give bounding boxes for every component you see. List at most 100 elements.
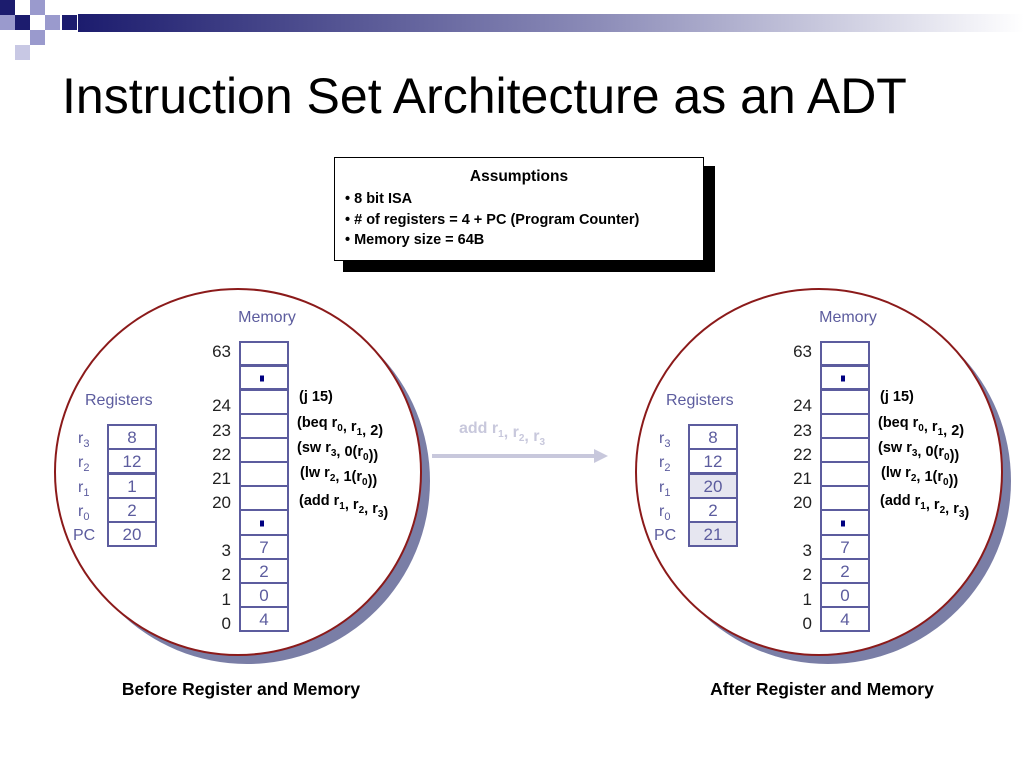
register-cell — [688, 424, 738, 450]
memory-cell — [820, 558, 870, 584]
instruction-text: (beq r0, r1, 2) — [878, 415, 964, 439]
after-panel: Registers8r312r220r12r021PCMemory7204632… — [635, 288, 1011, 699]
panel-caption: After Register and Memory — [710, 679, 934, 699]
register-name: PC — [73, 527, 95, 544]
registers-label: Registers — [666, 392, 734, 409]
memory-cell — [239, 534, 289, 560]
memory-address: 2 — [803, 565, 812, 584]
memory-cell — [239, 461, 289, 487]
memory-address: 24 — [793, 396, 812, 415]
memory-cell — [239, 485, 289, 511]
memory-address: 2 — [222, 565, 231, 584]
memory-address: 23 — [793, 421, 812, 440]
deco-square — [15, 15, 30, 30]
ellipsis-dot-icon — [841, 520, 845, 527]
memory-value: 4 — [259, 610, 268, 629]
ellipsis-dot-icon — [841, 375, 845, 382]
memory-cell — [820, 582, 870, 608]
instruction-text: (add r1, r2, r3) — [299, 493, 388, 521]
slide-title: Instruction Set Architecture as an ADT — [62, 68, 907, 124]
panel-circle — [635, 288, 1003, 656]
instruction-text: (j 15) — [299, 389, 333, 405]
register-value: 12 — [704, 452, 723, 471]
memory-cell — [239, 509, 289, 536]
memory-value: 2 — [259, 562, 268, 581]
ellipsis-dot-icon — [260, 375, 264, 382]
instruction-text: (beq r0, r1, 2) — [297, 415, 383, 439]
register-name: r0 — [78, 503, 89, 523]
memory-address: 3 — [803, 541, 812, 560]
registers-label: Registers — [85, 392, 153, 409]
memory-address: 0 — [803, 614, 812, 633]
corner-decoration — [0, 0, 1024, 60]
instruction-text: (sw r3, 0(r0)) — [297, 440, 378, 464]
register-name: r0 — [659, 503, 670, 523]
assumptions-box: Assumptions • 8 bit ISA • # of registers… — [334, 157, 704, 261]
instruction-text: (sw r3, 0(r0)) — [878, 440, 959, 464]
deco-square — [30, 0, 45, 15]
memory-cell — [820, 606, 870, 632]
memory-label: Memory — [238, 309, 296, 326]
register-cell — [107, 424, 157, 450]
register-value: 1 — [127, 477, 136, 496]
memory-address: 63 — [793, 342, 812, 361]
register-value: 12 — [123, 452, 142, 471]
memory-cell — [820, 341, 870, 366]
memory-address: 23 — [212, 421, 231, 440]
memory-cell — [820, 365, 870, 390]
memory-value: 2 — [840, 562, 849, 581]
memory-value: 4 — [840, 610, 849, 629]
memory-address: 1 — [803, 590, 812, 609]
register-cell — [107, 448, 157, 474]
before-panel: Registers8r312r21r12r020PCMemory72046324… — [54, 288, 430, 699]
ellipsis-dot-icon — [260, 520, 264, 527]
memory-address: 24 — [212, 396, 231, 415]
memory-cell — [820, 509, 870, 536]
register-name: PC — [654, 527, 676, 544]
register-name: r1 — [659, 479, 670, 499]
register-value: 8 — [127, 428, 136, 447]
memory-address: 63 — [212, 342, 231, 361]
memory-cell — [239, 389, 289, 415]
memory-address: 20 — [212, 493, 231, 512]
memory-address: 22 — [212, 445, 231, 464]
register-cell — [688, 521, 738, 547]
instruction-text: (add r1, r2, r3) — [880, 493, 969, 521]
register-value: 2 — [708, 501, 717, 520]
memory-cell — [820, 485, 870, 511]
register-name: r1 — [78, 479, 89, 499]
register-cell — [688, 497, 738, 523]
circle-shadow — [645, 298, 1011, 664]
register-value: 21 — [704, 525, 723, 544]
memory-address: 22 — [793, 445, 812, 464]
memory-value: 7 — [840, 538, 849, 557]
assumption-item: • 8 bit ISA — [345, 191, 413, 207]
deco-square — [45, 15, 60, 30]
register-cell — [107, 497, 157, 523]
assumption-item: • # of registers = 4 + PC (Program Count… — [345, 211, 640, 228]
instruction-text: (j 15) — [880, 389, 914, 405]
panel-caption: Before Register and Memory — [122, 679, 361, 699]
assumptions-heading: Assumptions — [469, 168, 569, 185]
memory-address: 1 — [222, 590, 231, 609]
register-cell — [688, 448, 738, 474]
register-name: r3 — [659, 430, 670, 450]
instruction-text: (lw r2, 1(r0)) — [881, 465, 958, 489]
deco-square — [0, 15, 15, 30]
memory-address: 21 — [212, 469, 231, 488]
memory-label: Memory — [819, 309, 877, 326]
header-gradient-bar — [78, 14, 1024, 32]
deco-square — [62, 15, 77, 30]
arrow-label: add r1, r2, r3 — [459, 420, 546, 448]
register-name: r2 — [78, 454, 89, 474]
register-name: r2 — [659, 454, 670, 474]
register-value: 2 — [127, 501, 136, 520]
memory-cell — [239, 341, 289, 366]
deco-square — [0, 0, 15, 15]
panel-circle — [54, 288, 422, 656]
memory-address: 20 — [793, 493, 812, 512]
memory-address: 3 — [222, 541, 231, 560]
memory-cell — [239, 558, 289, 584]
register-cell — [107, 473, 157, 499]
